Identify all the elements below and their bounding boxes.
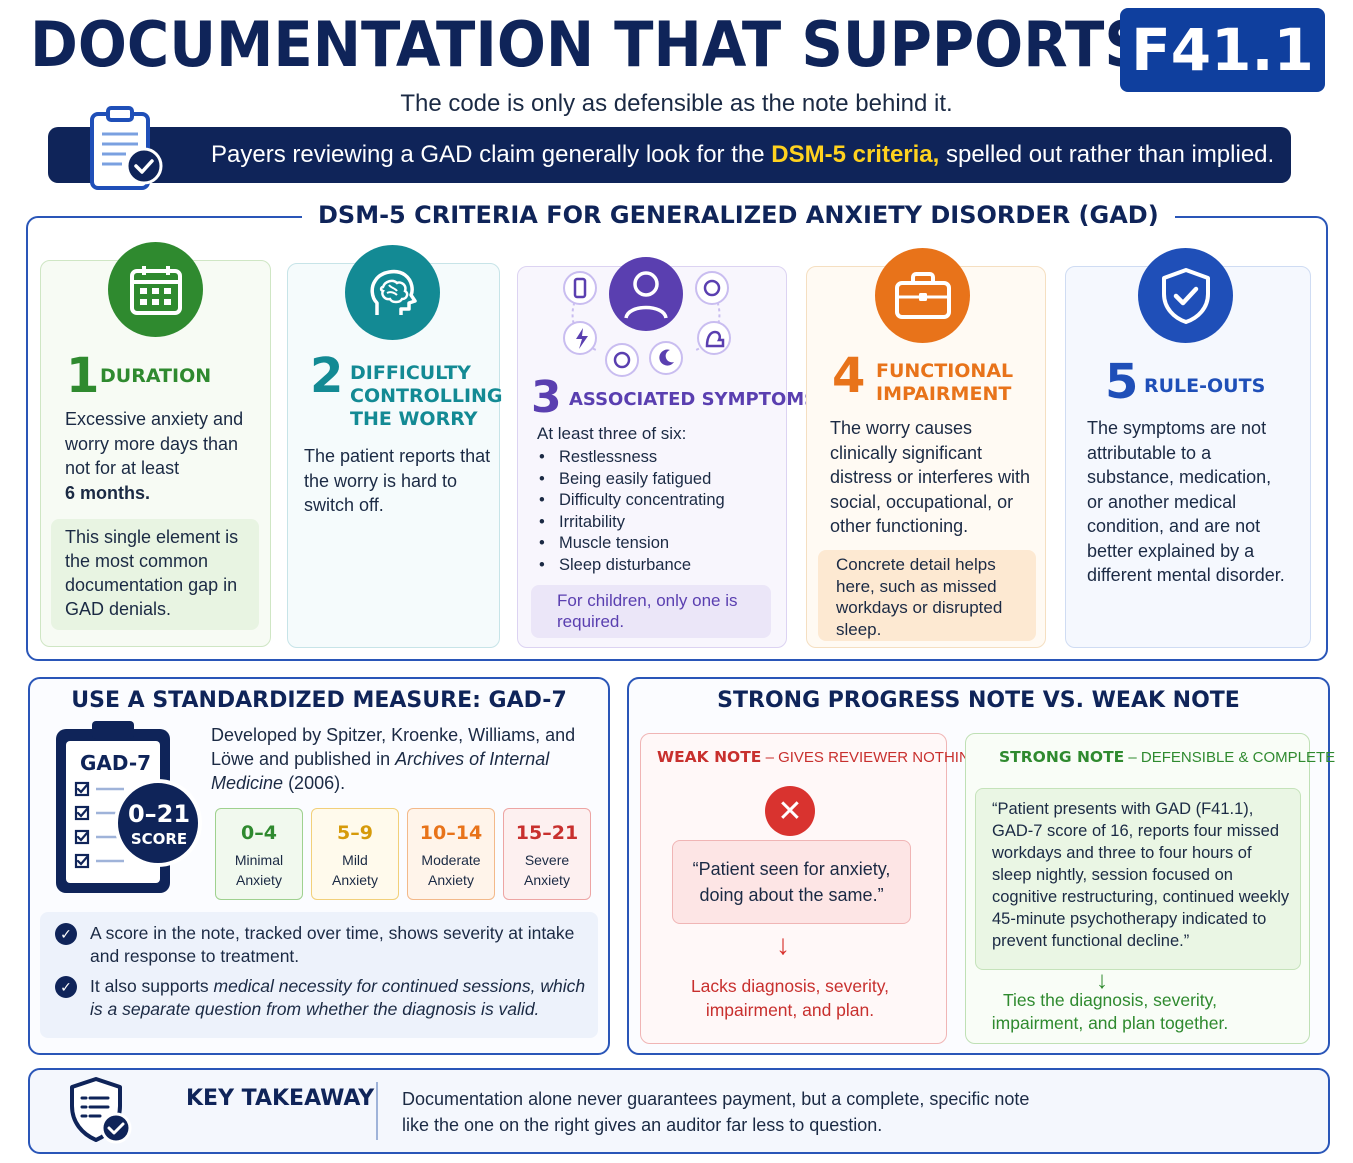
score-label: SCORE — [130, 830, 188, 848]
criterion-body: The worry causes clinically significant … — [830, 418, 1031, 536]
shield-document-icon — [70, 1077, 132, 1144]
criterion-note: Concrete detail helps here, such as miss… — [818, 550, 1036, 641]
dsm-section-title: DSM-5 CRITERIA FOR GENERALIZED ANXIETY D… — [302, 201, 1175, 229]
calendar-icon — [108, 242, 203, 337]
criterion-body: The symptoms are not attributable to a s… — [1087, 418, 1285, 585]
criterion-body: Excessive anxiety and worry more days th… — [65, 409, 244, 503]
arrow-down-icon: ↓ — [1096, 967, 1108, 994]
criterion-number: 3 — [531, 372, 562, 423]
gad7-bullet: It also supports medical necessity for c… — [90, 976, 586, 1019]
x-circle-icon: ✕ — [765, 786, 815, 836]
criterion-title: ASSOCIATED SYMPTOMS — [569, 389, 818, 410]
notes-title: STRONG PROGRESS NOTE VS. WEAK NOTE — [717, 688, 1240, 713]
list-item: Restlessness — [537, 447, 777, 469]
symptom-list: Restlessness Being easily fatigued Diffi… — [537, 447, 777, 576]
strong-note-quote: “Patient presents with GAD (F41.1), GAD-… — [975, 788, 1301, 970]
criterion-note: This single element is the most common d… — [51, 519, 259, 630]
list-item: Irritability — [537, 512, 777, 534]
score-range: 0–21 — [127, 800, 191, 828]
gad7-bullet: A score in the note, tracked over time, … — [90, 923, 575, 966]
criterion-number: 4 — [832, 348, 866, 404]
arrow-down-icon: ↓ — [776, 929, 790, 960]
divider — [376, 1082, 378, 1140]
clipboard-check-icon — [90, 106, 163, 190]
weak-note-result: Lacks diagnosis, severity, impairment, a… — [690, 976, 890, 1020]
key-takeaway-title: KEY TAKEAWAY — [186, 1086, 375, 1111]
gad7-title: USE A STANDARDIZED MEASURE: GAD-7 — [71, 688, 567, 713]
check-circle-icon: ✓ — [55, 976, 77, 998]
gad7-bullets — [40, 912, 598, 1038]
criteria-banner: Payers reviewing a GAD claim generally l… — [48, 127, 1291, 183]
key-takeaway-text: Documentation alone never guarantees pay… — [402, 1089, 1030, 1135]
code-badge: F41.1 — [1120, 8, 1325, 92]
list-item: Being easily fatigued — [537, 469, 777, 491]
shield-check-icon — [1138, 248, 1233, 343]
weak-note-label: WEAK NOTE – GIVES REVIEWER NOTHING — [657, 748, 982, 766]
criterion-title: DURATION — [100, 365, 212, 387]
strong-note-label: STRONG NOTE – DEFENSIBLE & COMPLETE — [999, 748, 1336, 766]
check-circle-icon: ✓ — [55, 923, 77, 945]
list-item: Difficulty concentrating — [537, 490, 777, 512]
page-title: DOCUMENTATION THAT SUPPORTS — [30, 8, 1146, 81]
person-symptoms-icon — [563, 257, 731, 377]
weak-note-quote: “Patient seen for anxiety, doing about t… — [672, 840, 911, 924]
gad7-description: Developed by Spitzer, Kroenke, Williams,… — [211, 725, 576, 793]
criterion-body: The patient reports that the worry is ha… — [304, 446, 491, 515]
gad7-clipboard-label: GAD-7 — [80, 751, 152, 775]
criterion-number: 5 — [1105, 354, 1139, 410]
banner-text: Payers reviewing a GAD claim generally l… — [211, 141, 1275, 168]
criterion-note: For children, only one is required. — [531, 585, 771, 638]
criterion-title: RULE-OUTS — [1144, 375, 1266, 397]
strong-note-result: Ties the diagnosis, severity, impairment… — [991, 990, 1229, 1033]
criterion-title: DIFFICULTY CONTROLLING THE WORRY — [350, 362, 503, 430]
criterion-title: FUNCTIONAL IMPAIRMENT — [876, 360, 1014, 405]
criterion-number: 2 — [310, 348, 344, 404]
briefcase-icon — [875, 248, 970, 343]
list-item: Sleep disturbance — [537, 555, 777, 577]
head-brain-icon — [345, 245, 440, 340]
criterion-number: 1 — [66, 348, 100, 404]
key-takeaway-panel — [28, 1068, 1330, 1154]
list-item: Muscle tension — [537, 533, 777, 555]
page-subtitle: The code is only as defensible as the no… — [400, 90, 953, 117]
gad7-clipboard-icon — [56, 721, 202, 893]
symptoms-intro: At least three of six: — [537, 424, 687, 443]
